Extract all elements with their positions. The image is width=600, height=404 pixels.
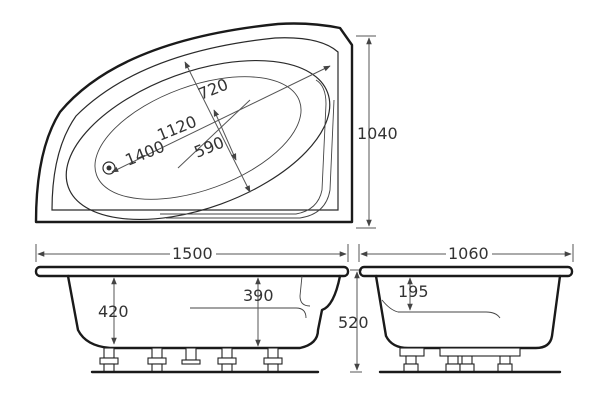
label-1500: 1500 bbox=[172, 244, 213, 263]
plan-outer-rim bbox=[34, 22, 354, 224]
end-legs bbox=[399, 347, 521, 373]
label-390: 390 bbox=[243, 286, 274, 305]
end-elevation: 1060 195 bbox=[358, 244, 574, 374]
label-1040: 1040 bbox=[357, 124, 398, 143]
front-legs bbox=[99, 347, 283, 373]
label-520: 520 bbox=[338, 313, 369, 332]
front-step-line bbox=[190, 307, 307, 319]
drain-center bbox=[106, 165, 112, 171]
front-end-curve bbox=[299, 275, 311, 307]
plan-seat-ledge bbox=[160, 79, 335, 219]
end-side-curve bbox=[381, 299, 399, 313]
end-rim bbox=[358, 265, 574, 278]
label-195: 195 bbox=[398, 282, 429, 301]
front-rim bbox=[34, 265, 350, 278]
plan-view: 720 1120 1400 590 1040 bbox=[34, 22, 398, 229]
label-590: 590 bbox=[191, 133, 226, 162]
label-1400: 1400 bbox=[122, 137, 167, 170]
label-420: 420 bbox=[98, 302, 129, 321]
front-shell bbox=[66, 274, 342, 350]
label-720: 720 bbox=[195, 75, 230, 104]
end-step-line bbox=[398, 311, 501, 319]
label-1060: 1060 bbox=[448, 244, 489, 263]
front-elevation: 1500 420 390 520 bbox=[34, 244, 369, 374]
plan-inner-rim bbox=[51, 37, 339, 211]
plan-basin-bottom bbox=[94, 76, 302, 200]
dim-line-590 bbox=[213, 109, 237, 161]
